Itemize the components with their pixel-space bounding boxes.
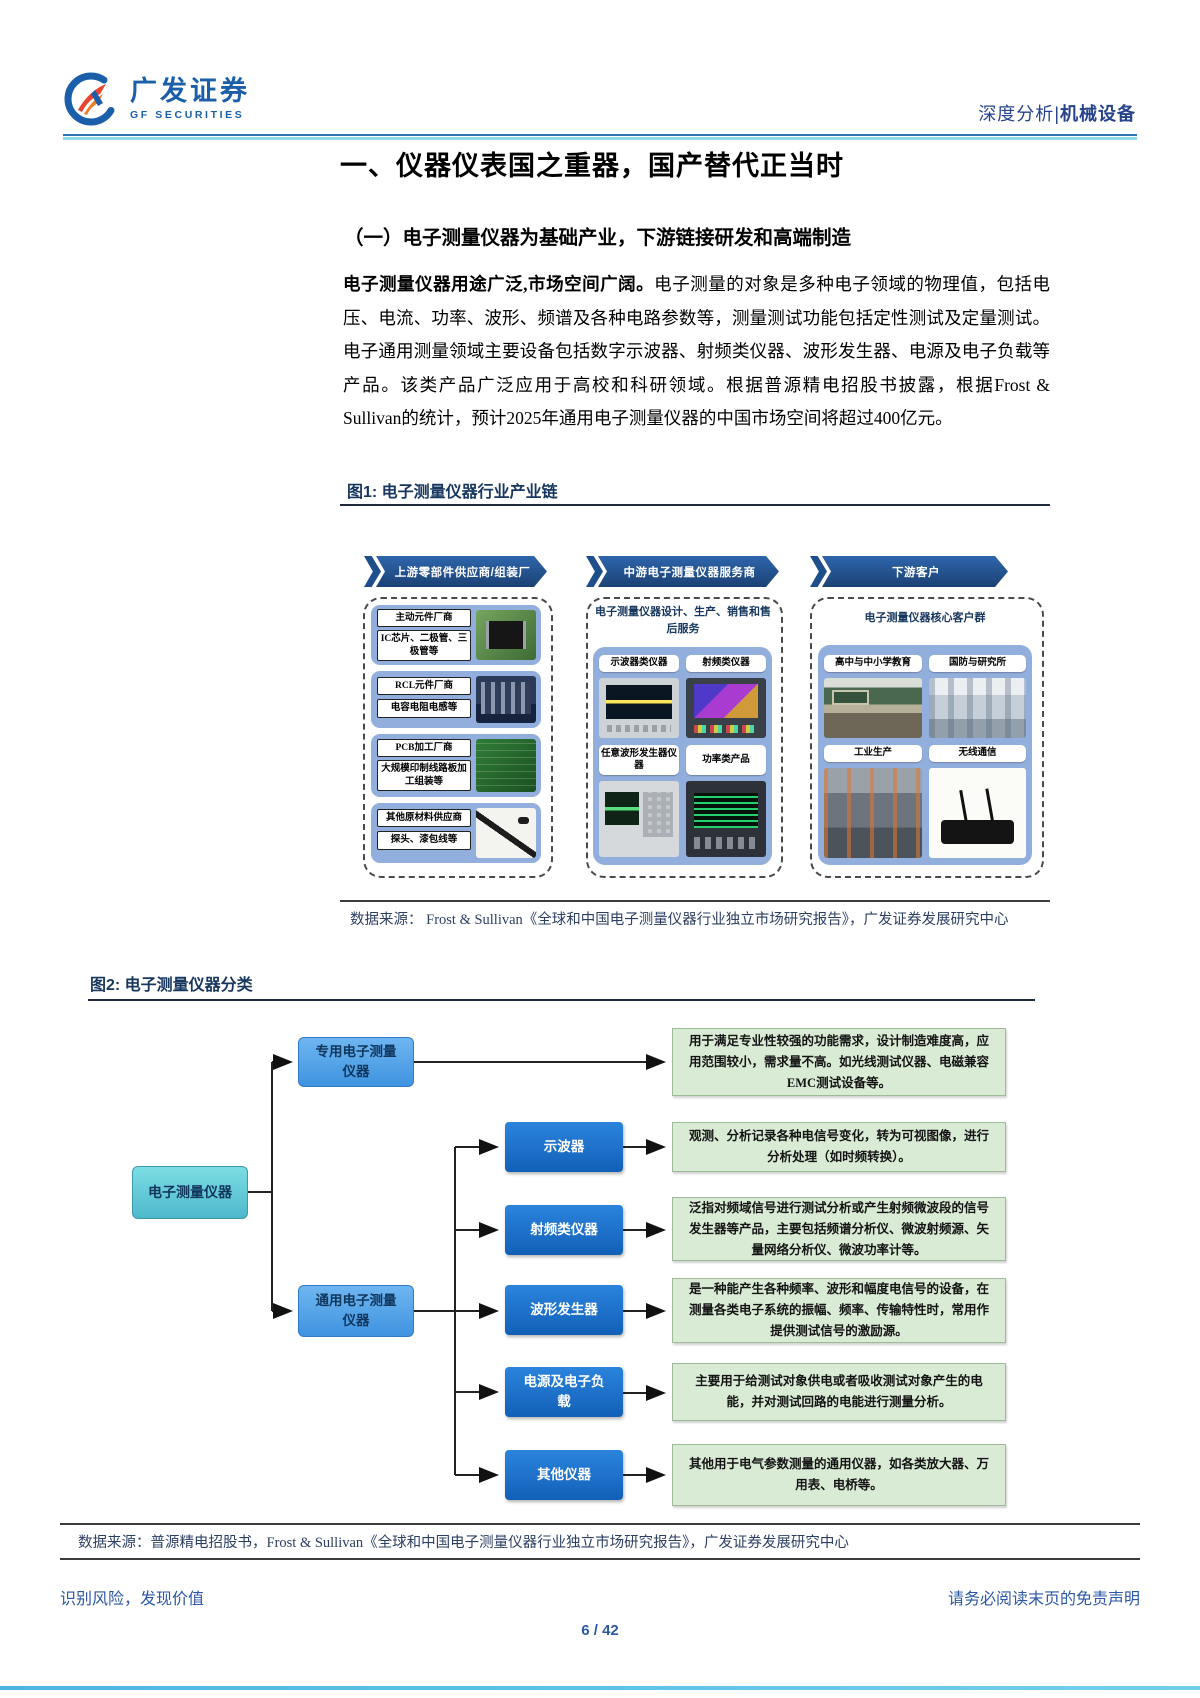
photo-capacitors	[476, 676, 536, 723]
block-title: 其他原材料供应商	[377, 809, 471, 828]
figure2-title-rule	[88, 999, 1035, 1001]
figure1-source: 数据来源： Frost & Sullivan《全球和中国电子测量仪器行业独立市场…	[350, 912, 1009, 928]
downstream-subtitle: 电子测量仪器核心客户群	[864, 612, 986, 624]
photo-oscilloscope	[599, 678, 679, 738]
flowchart-type-power-load: 电源及电子负载	[505, 1367, 623, 1417]
body-paragraph: 电子测量仪器用途广泛,市场空间广阔。电子测量的对象是多种电子领域的物理值，包括电…	[343, 268, 1050, 436]
flowchart-type-rf: 射频类仪器	[505, 1205, 623, 1255]
figure2-title: 图2: 电子测量仪器分类	[90, 977, 253, 994]
description-other-instruments: 其他用于电气参数测量的通用仪器，如各类放大器、万用表、电桥等。	[672, 1444, 1006, 1506]
description-power-load: 主要用于给测试对象供电或者吸收测试对象产生的电能，并对测试回路的电能进行测量分析…	[672, 1363, 1006, 1421]
photo-factory	[824, 768, 922, 858]
flowchart-root: 电子测量仪器	[132, 1166, 248, 1219]
photo-probe	[476, 808, 536, 858]
flowchart-branch-special: 专用电子测量仪器	[298, 1037, 414, 1087]
subsection-title: （一）电子测量仪器为基础产业，下游链接研发和高端制造	[344, 228, 852, 249]
photo-wireless-router	[929, 768, 1026, 858]
midstream-products-block: 示波器类仪器 射频类仪器 任意波形发生器仪器 功率类产品	[593, 647, 772, 865]
footer-slogan: 识别风险，发现价值	[60, 1591, 205, 1608]
logo-english-name: GF SECURITIES	[130, 108, 245, 121]
report-type-label: 深度分析	[978, 104, 1055, 124]
block-desc: IC芯片、二极管、三极管等	[377, 630, 471, 662]
block-title: RCL元件厂商	[377, 677, 471, 696]
downstream-banner-label: 下游客户	[822, 556, 1008, 587]
paragraph-bold-lead: 电子测量仪器用途广泛,市场空间广阔。	[343, 274, 655, 294]
photo-power-product	[686, 781, 766, 857]
photo-pcb-board	[476, 739, 536, 792]
block-title: 主动元件厂商	[377, 609, 471, 628]
flowchart-type-other: 其他仪器	[505, 1450, 623, 1500]
logo-chinese-name: 广发证券	[130, 76, 250, 107]
customer-label-education: 高中与中小学教育	[824, 655, 922, 672]
figure2-source-rule-bottom	[60, 1558, 1140, 1560]
paragraph-body: 电子测量的对象是多种电子领域的物理值，包括电压、电流、功率、波形、频谱及各种电路…	[343, 274, 1051, 428]
figure2-source: 数据来源：普源精电招股书，Frost & Sullivan《全球和中国电子测量仪…	[78, 1535, 849, 1551]
header-rule-cyan	[63, 137, 1137, 140]
product-label-power: 功率类产品	[686, 745, 766, 775]
photo-rf-instrument	[686, 678, 766, 738]
flowchart-connectors	[248, 1054, 666, 1483]
chevron-icon	[586, 556, 603, 587]
product-label-rf: 射频类仪器	[686, 655, 766, 672]
figure1-title: 图1: 电子测量仪器行业产业链	[347, 484, 558, 501]
photo-waveform-generator	[599, 781, 679, 857]
block-desc: 探头、漆包线等	[377, 831, 471, 850]
industry-label: 机械设备	[1060, 104, 1136, 124]
flowchart-type-oscilloscope: 示波器	[505, 1122, 623, 1172]
figure1-bottom-rule	[340, 900, 1050, 902]
category-separator: |	[1054, 104, 1060, 124]
figure1-upstream-banner: 上游零部件供应商/组装厂	[364, 556, 547, 587]
midstream-banner-label: 中游电子测量仪器服务商	[598, 556, 779, 587]
product-label-awg: 任意波形发生器仪器	[599, 745, 679, 775]
upstream-block-rcl: RCL元件厂商 电容电阻电感等	[371, 671, 541, 728]
description-oscilloscope: 观测、分析记录各种电信号变化，转为可视图像，进行分析处理（如时频转换）。	[672, 1122, 1006, 1172]
figure1-downstream-banner: 下游客户	[810, 556, 1008, 587]
photo-classroom	[824, 678, 922, 738]
product-label-oscilloscope: 示波器类仪器	[599, 655, 679, 672]
figure1-midstream-banner: 中游电子测量仪器服务商	[586, 556, 779, 587]
description-rf-instruments: 泛指对频域信号进行测试分析或产生射频微波段的信号发生器等产品，主要包括频谱分析仪…	[672, 1197, 1006, 1261]
upstream-block-active-components: 主动元件厂商 IC芯片、二极管、三极管等	[371, 605, 541, 665]
description-special-instruments: 用于满足专业性较强的功能需求，设计制造难度高，应用范围较小，需求量不高。如光线测…	[672, 1028, 1006, 1096]
customer-label-industry: 工业生产	[824, 745, 922, 762]
chevron-icon	[810, 556, 827, 587]
customer-label-wireless: 无线通信	[929, 745, 1026, 762]
footer-disclaimer: 请务必阅读末页的免责声明	[947, 1591, 1140, 1608]
block-title: PCB加工厂商	[377, 739, 471, 758]
downstream-customers-block: 高中与中小学教育 国防与研究所 工业生产 无线通信	[818, 645, 1032, 865]
description-waveform-generator: 是一种能产生各种频率、波形和幅度电信号的设备，在测量各类电子系统的振幅、频率、传…	[672, 1278, 1006, 1343]
upstream-banner-label: 上游零部件供应商/组装厂	[376, 556, 547, 587]
chevron-icon	[364, 556, 381, 587]
footer-bottom-rule	[0, 1686, 1200, 1690]
photo-research-lab	[929, 678, 1026, 738]
customer-label-defense: 国防与研究所	[929, 655, 1026, 672]
flowchart-type-waveform: 波形发生器	[505, 1285, 623, 1335]
upstream-block-raw-materials: 其他原材料供应商 探头、漆包线等	[371, 803, 541, 863]
page-number: 6 / 42	[581, 1622, 619, 1639]
photo-ic-chip	[476, 610, 536, 660]
header-rule-navy	[63, 134, 1137, 136]
report-category: 深度分析|机械设备	[978, 100, 1136, 126]
upstream-block-pcb: PCB加工厂商 大规模印制线路板加工组装等	[371, 734, 541, 797]
block-desc: 电容电阻电感等	[377, 699, 471, 718]
midstream-subtitle: 电子测量仪器设计、生产、销售和售后服务	[595, 606, 771, 636]
gf-securities-logo: 广发证券 GF SECURITIES	[62, 70, 250, 128]
gf-logo-icon	[64, 72, 118, 126]
figure2-source-rule-top	[60, 1523, 1140, 1525]
block-desc: 大规模印制线路板加工组装等	[377, 760, 471, 792]
figure1-title-rule	[340, 504, 1050, 506]
flowchart-branch-general: 通用电子测量仪器	[298, 1285, 414, 1337]
section-title: 一、仪器仪表国之重器，国产替代正当时	[340, 151, 844, 181]
